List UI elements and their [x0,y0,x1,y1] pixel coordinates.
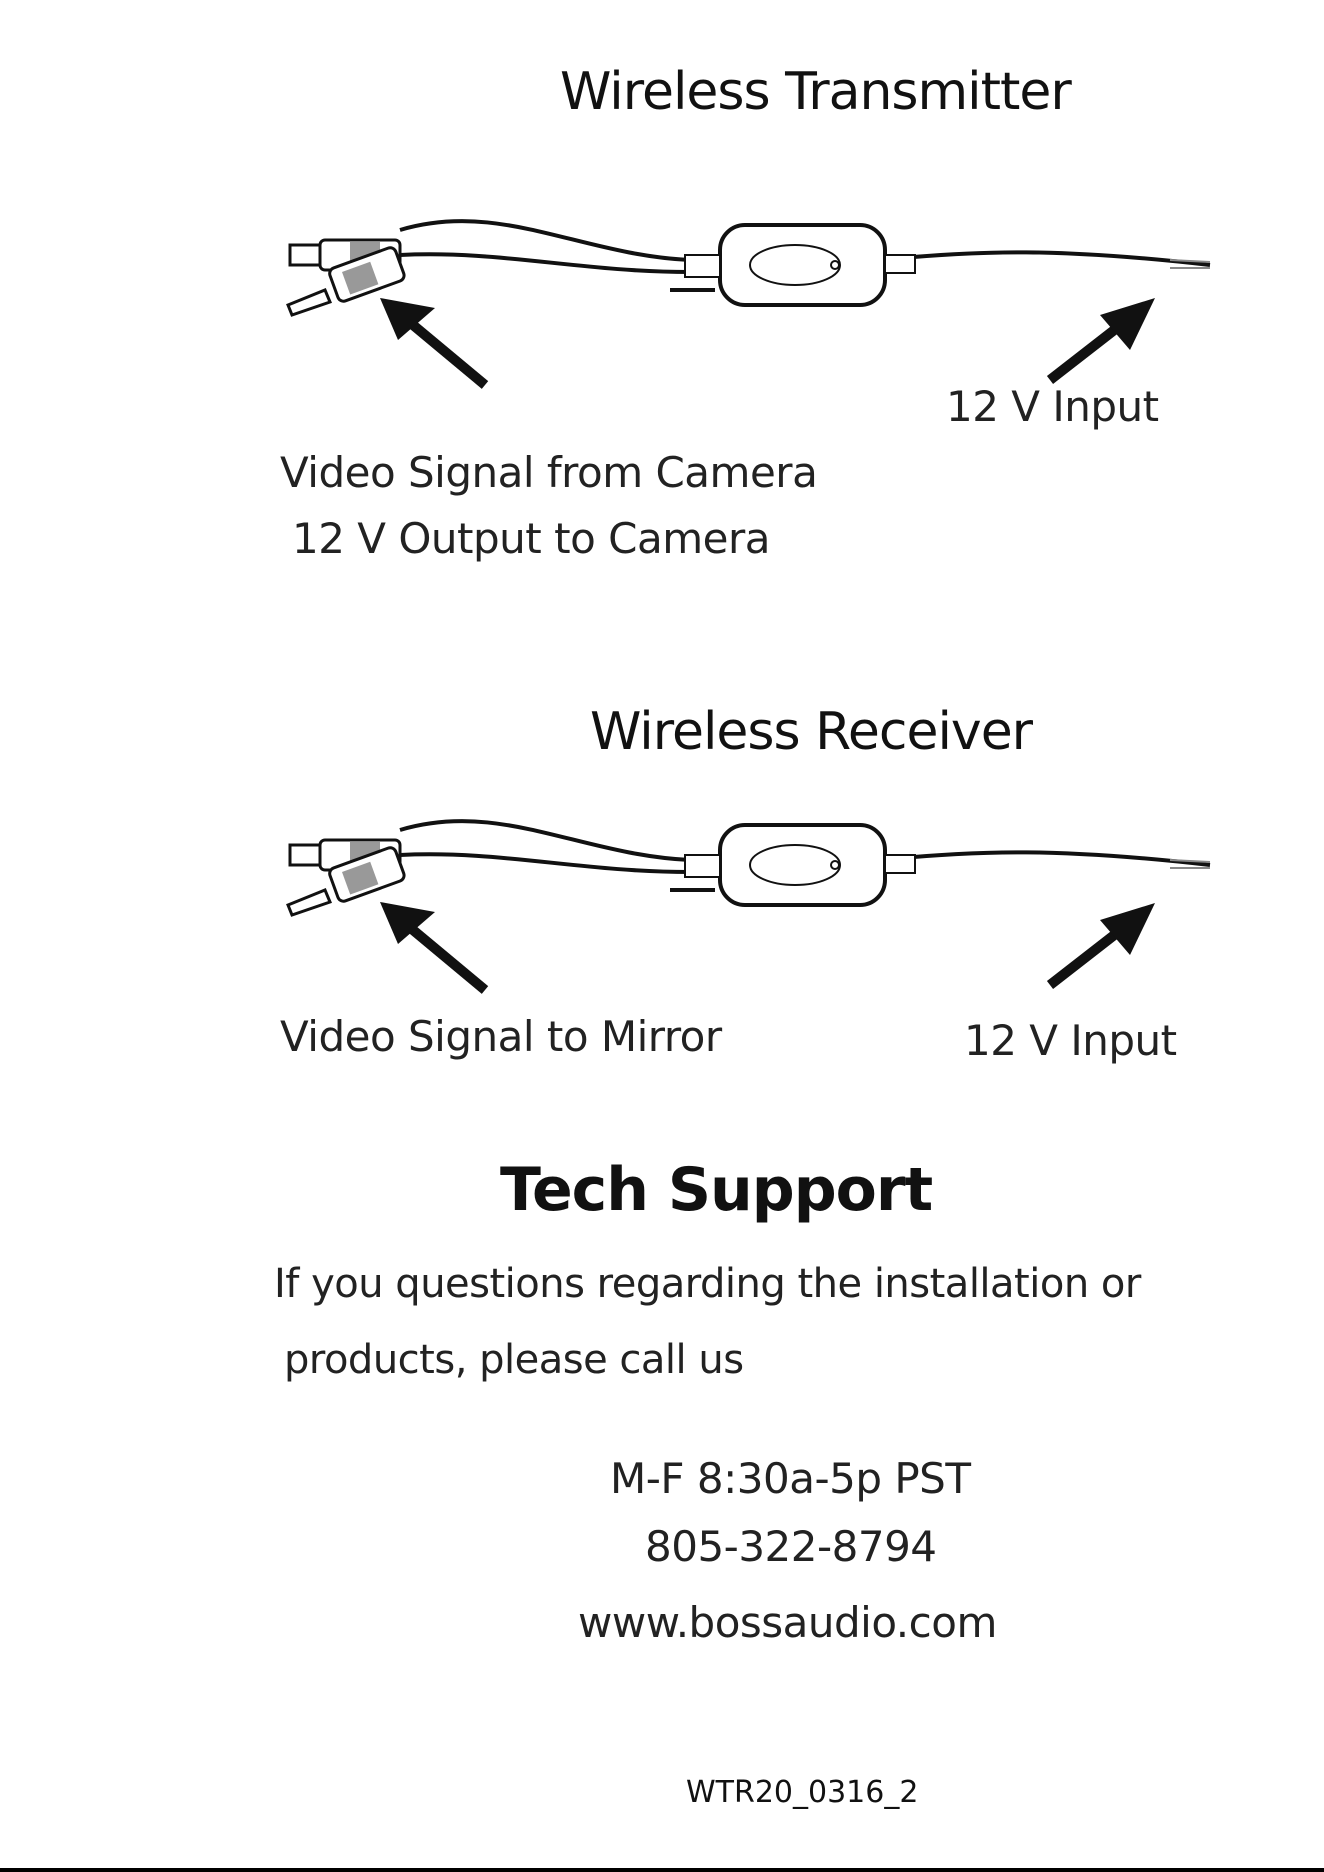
support-body-line-2: products, please call us [284,1340,744,1380]
support-website: www.bossaudio.com [578,1602,997,1644]
arrow-up-left-icon [380,298,485,385]
transmitter-module-icon [670,225,915,305]
support-body-line-1: If you questions regarding the installat… [274,1264,1141,1304]
arrow-up-right-icon [1050,298,1155,380]
arrow-up-right-icon [1050,903,1155,985]
transmitter-video-label: Video Signal from Camera [280,452,817,494]
transmitter-output-label: 12 V Output to Camera [292,518,770,560]
support-hours: M-F 8:30a-5p PST [610,1458,970,1500]
bottom-rule [0,1868,1324,1872]
transmitter-input-label: 12 V Input [946,386,1159,428]
receiver-input-label: 12 V Input [964,1020,1177,1062]
receiver-module-icon [670,825,915,905]
receiver-video-label: Video Signal to Mirror [280,1016,722,1058]
arrow-up-left-icon [380,902,485,990]
document-code: WTR20_0316_2 [686,1778,918,1808]
support-phone: 805-322-8794 [645,1526,937,1568]
support-title: Tech Support [500,1160,932,1220]
transmitter-title: Wireless Transmitter [560,66,1071,118]
receiver-title: Wireless Receiver [590,706,1032,758]
transmitter-cable-diagram [280,210,1220,410]
receiver-cable-diagram [280,810,1220,1010]
